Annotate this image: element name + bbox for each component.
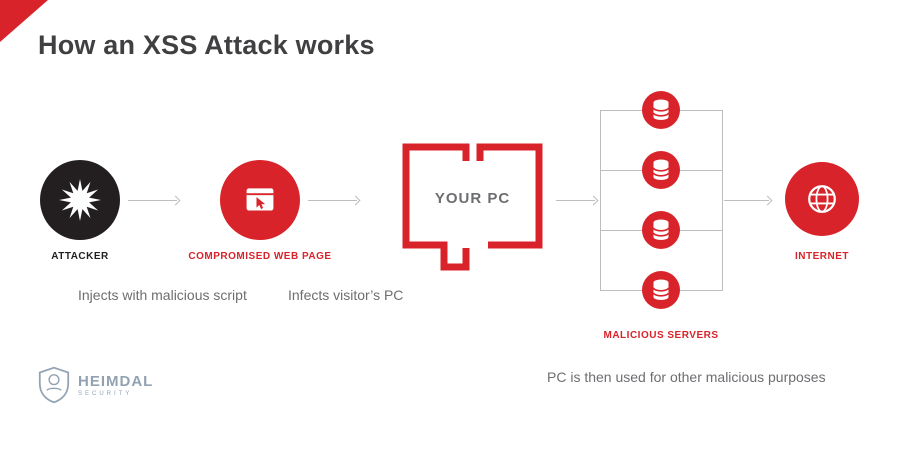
arrow-line: [724, 199, 769, 201]
malicious-server-node: [642, 91, 680, 129]
internet-label: INTERNET: [795, 251, 849, 262]
flow-arrow-servers-internet: [724, 195, 773, 205]
arrow-head-icon: [170, 195, 181, 205]
arrow-line: [556, 199, 595, 201]
arrow-head-icon: [350, 195, 361, 205]
database-icon: [652, 159, 670, 180]
malicious-servers-label: MALICIOUS SERVERS: [603, 330, 719, 341]
logo-brand-name: HEIMDAL: [78, 372, 154, 390]
arrow-head-icon: [762, 195, 773, 205]
starburst-icon: [59, 179, 101, 221]
attacker-label: ATTACKER: [51, 251, 109, 262]
malicious-server-node: [642, 271, 680, 309]
attacker-node: [40, 160, 120, 240]
servers-bracket-left-line: [600, 110, 601, 291]
flow-arrow-webpage-pc: [308, 195, 361, 205]
browser-cursor-icon: [246, 188, 274, 211]
globe-icon: [808, 185, 836, 213]
caption-infects-pc: Infects visitor’s PC: [288, 287, 404, 303]
flow-arrow-pc-servers: [556, 195, 599, 205]
heimdal-logo: HEIMDAL SECURITY: [38, 366, 153, 404]
arrow-line: [308, 199, 357, 201]
caption-injects-script: Injects with malicious script: [78, 287, 247, 303]
malicious-server-node: [642, 211, 680, 249]
logo-sub-name: SECURITY: [78, 390, 133, 397]
compromised-web-page-label: COMPROMISED WEB PAGE: [188, 251, 332, 262]
your-pc-outline-icon: [402, 143, 543, 271]
internet-node: [785, 162, 859, 236]
database-icon: [652, 219, 670, 240]
database-icon: [652, 99, 670, 120]
malicious-server-node: [642, 151, 680, 189]
heimdal-shield-icon: [38, 366, 70, 404]
arrow-head-icon: [588, 195, 599, 205]
page-title: How an XSS Attack works: [38, 30, 375, 60]
compromised-web-page-node: [220, 160, 300, 240]
servers-bracket-right-line: [722, 110, 723, 291]
database-icon: [652, 279, 670, 300]
flow-arrow-attacker-webpage: [128, 195, 181, 205]
heimdal-logo-text: HEIMDAL SECURITY: [78, 374, 153, 397]
your-pc-label: YOUR PC: [434, 190, 511, 207]
caption-pc-used: PC is then used for other malicious purp…: [547, 369, 826, 385]
arrow-line: [128, 199, 177, 201]
